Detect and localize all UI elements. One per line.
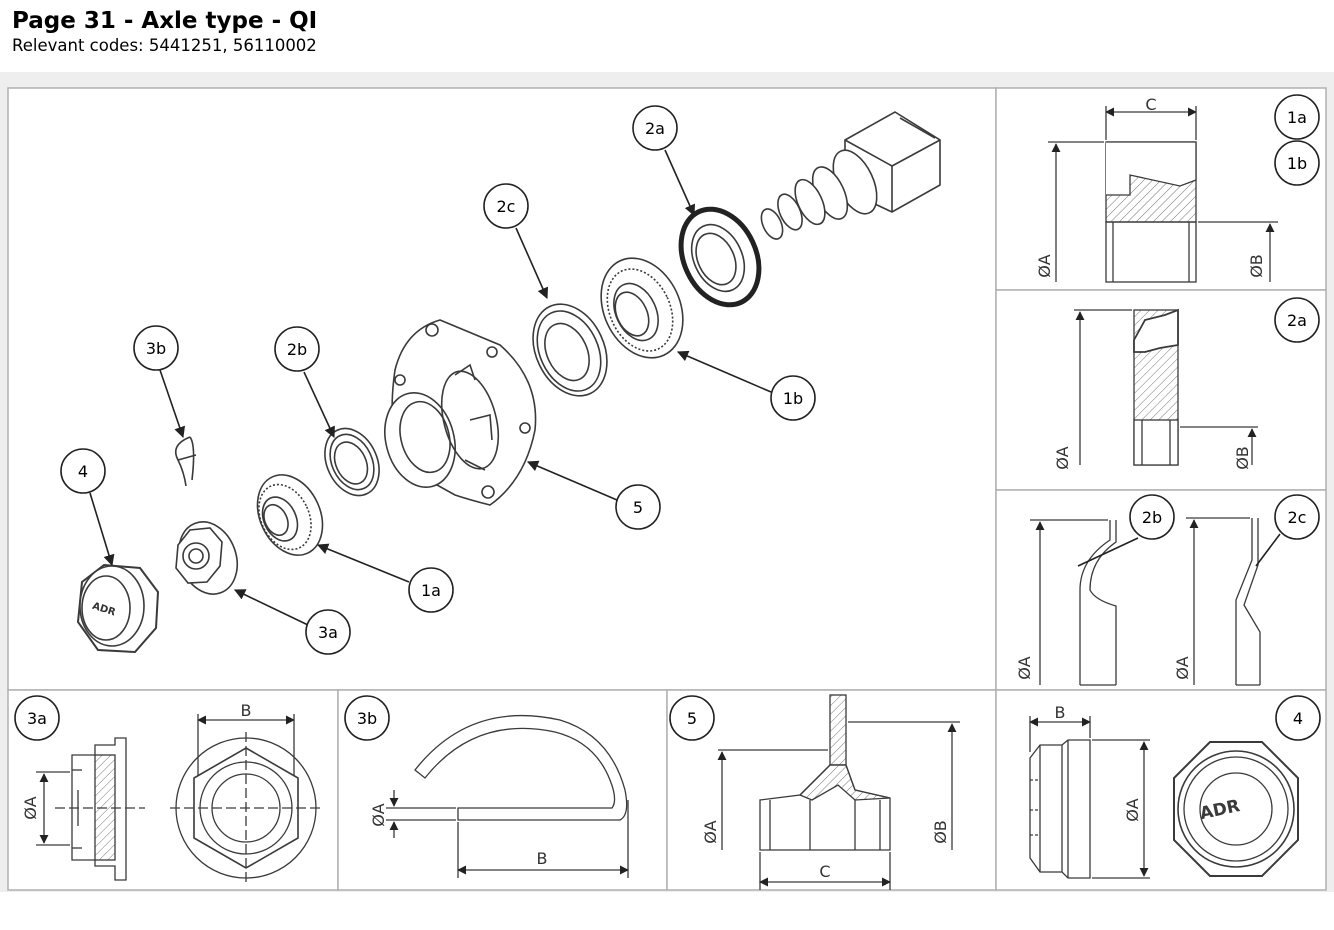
dim-C-1a: C bbox=[1145, 95, 1156, 114]
callout-label: 3b bbox=[146, 339, 166, 358]
callout-1a-detail: 1a bbox=[1274, 94, 1320, 140]
callout-label: 3a bbox=[27, 709, 47, 728]
callout-2a-detail: 2a bbox=[1274, 297, 1320, 343]
callout-label: 1a bbox=[1287, 108, 1307, 127]
relevant-codes: Relevant codes: 5441251, 56110002 bbox=[12, 36, 317, 55]
page-header: Page 31 - Axle type - QI Relevant codes:… bbox=[12, 6, 317, 56]
dim-A-1a: ØA bbox=[1035, 254, 1054, 278]
callout-circle bbox=[1129, 494, 1175, 540]
dim-A-5: ØA bbox=[701, 820, 720, 844]
callout-circle bbox=[60, 448, 106, 494]
axle-stub bbox=[760, 111, 941, 240]
dim-A-2b: ØA bbox=[1015, 656, 1034, 680]
detail-2b-2c bbox=[1030, 517, 1281, 686]
detail-3b bbox=[386, 714, 629, 878]
callout-circle bbox=[344, 695, 390, 741]
callout-label: 2a bbox=[1287, 311, 1307, 330]
callout-label: 3a bbox=[318, 623, 338, 642]
callout-circle bbox=[274, 326, 320, 372]
callout-circle bbox=[483, 183, 529, 229]
callout-label: 2b bbox=[1142, 508, 1162, 527]
callout-5: 5 bbox=[615, 484, 661, 530]
callout-label: 5 bbox=[687, 709, 697, 728]
detail-5 bbox=[717, 694, 960, 890]
callout-5-detail: 5 bbox=[669, 695, 715, 741]
page-title: Page 31 - Axle type - QI bbox=[12, 8, 318, 34]
callout-4-detail: 4 bbox=[1275, 695, 1321, 741]
callout-circle bbox=[1274, 297, 1320, 343]
dim-B-1a: ØB bbox=[1247, 254, 1266, 278]
clip-3b bbox=[174, 436, 197, 487]
callout-circle bbox=[133, 325, 179, 371]
callout-circle bbox=[669, 695, 715, 741]
detail-2a bbox=[1074, 308, 1258, 466]
dim-B-3b: B bbox=[537, 849, 548, 868]
dim-B-3a: B bbox=[241, 701, 252, 720]
callout-circle bbox=[632, 105, 678, 151]
callout-circle bbox=[1274, 494, 1320, 540]
callout-circle bbox=[408, 567, 454, 613]
bearing-1a bbox=[256, 474, 324, 556]
callout-label: 4 bbox=[78, 462, 88, 481]
hub-5 bbox=[384, 319, 537, 506]
callout-label: 2c bbox=[497, 197, 516, 216]
dim-C-5: C bbox=[819, 862, 830, 881]
callouts-exploded: 2a 2c 1b 5 2b 1a 3a 3b 4 bbox=[60, 105, 816, 655]
callout-1b-detail: 1b bbox=[1274, 140, 1320, 186]
leader-lines bbox=[89, 149, 772, 626]
exploded-view: ADR bbox=[76, 111, 941, 654]
callout-circle bbox=[1275, 695, 1321, 741]
dim-B-2a: ØB bbox=[1233, 446, 1252, 470]
nut-3a bbox=[175, 521, 238, 595]
dim-B-5: ØB bbox=[931, 820, 950, 844]
dim-A-2c: ØA bbox=[1173, 656, 1192, 680]
callout-3b: 3b bbox=[133, 325, 179, 371]
callout-label: 1a bbox=[421, 581, 441, 600]
callout-label: 1b bbox=[783, 389, 803, 408]
detail-3a bbox=[36, 714, 322, 884]
callout-2c-detail: 2c bbox=[1274, 494, 1320, 540]
washer-2b bbox=[324, 427, 380, 497]
callout-2b-detail: 2b bbox=[1129, 494, 1175, 540]
callout-1a: 1a bbox=[408, 567, 454, 613]
callout-1b: 1b bbox=[770, 375, 816, 421]
detail-1a-1b bbox=[1048, 106, 1278, 283]
callout-label: 2b bbox=[287, 340, 307, 359]
callout-circle bbox=[305, 609, 351, 655]
callout-circle bbox=[770, 375, 816, 421]
callout-3a-detail: 3a bbox=[14, 695, 60, 741]
detail-4 bbox=[1029, 716, 1299, 879]
callout-circle bbox=[1274, 140, 1320, 186]
callout-2a: 2a bbox=[632, 105, 678, 151]
bearing-1b bbox=[600, 257, 684, 359]
callout-label: 4 bbox=[1293, 709, 1303, 728]
cap-4: ADR bbox=[76, 563, 160, 654]
callout-circle bbox=[14, 695, 60, 741]
dim-A-4: ØA bbox=[1123, 798, 1142, 822]
callout-label: 1b bbox=[1287, 154, 1307, 173]
callout-label: 2a bbox=[645, 119, 665, 138]
callout-circle bbox=[1274, 94, 1320, 140]
callout-3b-detail: 3b bbox=[344, 695, 390, 741]
callout-label: 5 bbox=[633, 498, 643, 517]
callout-2b: 2b bbox=[274, 326, 320, 372]
dim-B-4: B bbox=[1055, 703, 1066, 722]
callout-label: 2c bbox=[1288, 508, 1307, 527]
callout-4: 4 bbox=[60, 448, 106, 494]
callout-3a: 3a bbox=[305, 609, 351, 655]
ring-2c bbox=[532, 303, 608, 397]
seal-2a bbox=[678, 206, 762, 308]
dim-A-2a: ØA bbox=[1053, 446, 1072, 470]
dim-A-3a: ØA bbox=[21, 796, 40, 820]
callout-circle bbox=[615, 484, 661, 530]
callout-2c: 2c bbox=[483, 183, 529, 229]
dim-A-3b: ØA bbox=[369, 803, 388, 827]
callout-label: 3b bbox=[357, 709, 377, 728]
